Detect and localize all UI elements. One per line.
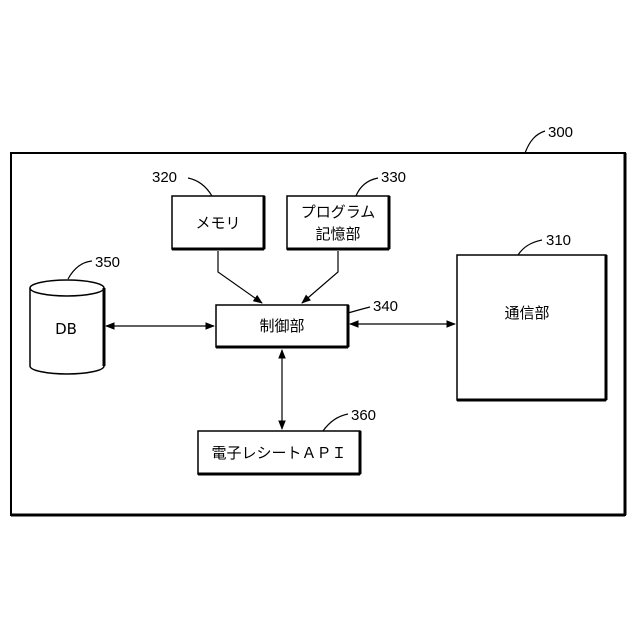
ref-350: 350 [95, 254, 120, 271]
api-label: 電子レシートＡＰＩ [211, 444, 346, 462]
db-label: DB [55, 320, 77, 338]
ref-300: 300 [548, 124, 573, 141]
communication-block: 通信部 310 [457, 232, 606, 400]
ref-330: 330 [381, 169, 406, 186]
ref-360: 360 [351, 407, 376, 424]
leader-300 [525, 131, 545, 153]
memory-label: メモリ [195, 214, 240, 232]
program-label-line2: 記憶部 [315, 225, 360, 243]
ref-340: 340 [373, 298, 398, 315]
ref-310: 310 [546, 232, 571, 249]
control-label: 制御部 [259, 317, 304, 335]
communication-label: 通信部 [504, 304, 549, 322]
program-label-line1: プログラム [301, 203, 376, 221]
ref-320: 320 [152, 169, 177, 186]
